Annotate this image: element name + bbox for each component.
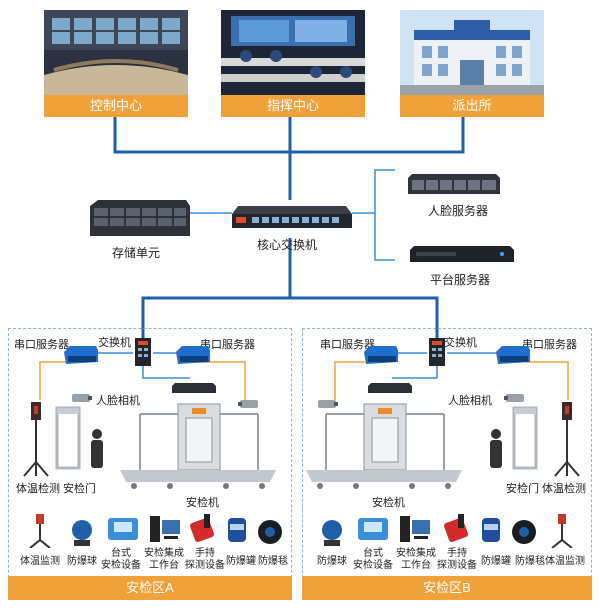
b-serial-server-right-icon: [496, 344, 530, 366]
b-orange-right: [527, 361, 569, 400]
a-xray-machine-icon: [120, 398, 276, 490]
zone-a-title: 安检区A: [8, 576, 292, 600]
zone-bus-line: [141, 296, 439, 340]
face-server-icon: [408, 172, 500, 196]
a-orange-right: [201, 361, 246, 400]
b-switch-to-xray: [392, 365, 438, 379]
a-serial-server-left-icon: [64, 344, 98, 366]
a-person-icon: [89, 428, 105, 468]
b-device-icons: [308, 512, 588, 548]
a-xray-label: 安检机: [186, 497, 219, 509]
b-xray-machine-icon: [306, 398, 462, 490]
a-device-label-1: 体温监测: [20, 556, 60, 567]
b-device-label-7: 体温监测: [545, 556, 585, 567]
b-serial-server-left-label: 串口服务器: [320, 339, 375, 351]
a-explosion-ball-icon: [72, 520, 92, 546]
control-center-photo: [44, 10, 188, 95]
b-face-camera-left-icon: [316, 398, 340, 412]
a-device-label-6: 防爆罐: [226, 556, 256, 567]
a-switch-label: 交换机: [98, 337, 131, 349]
core-switch-icon: [232, 200, 352, 230]
a-explosion-tank-icon: [228, 518, 246, 542]
b-device-label-1: 防爆球: [317, 556, 347, 567]
a-device-label-7: 防爆毯: [258, 556, 288, 567]
a-security-gate-label: 安检门: [63, 483, 96, 495]
command-center-photo: [221, 10, 365, 95]
a-xray-top-server-icon: [172, 382, 216, 394]
a-orange-left: [39, 361, 70, 400]
b-device-label-3: 安检集成 工作台: [396, 548, 436, 571]
b-serial-server-right-label: 串口服务器: [522, 339, 577, 351]
b-integrated-workstation-icon: [400, 516, 430, 542]
a-explosion-blanket-icon: [258, 520, 282, 544]
b-orange-left: [334, 361, 365, 400]
a-face-camera-right-icon: [236, 398, 260, 412]
b-face-camera-right-icon: [502, 392, 526, 406]
platform-server-label: 平台服务器: [430, 273, 491, 287]
b-explosion-blanket-icon: [512, 520, 536, 544]
b-temp-detect-label: 体温检测: [542, 483, 586, 495]
a-face-camera-label: 人脸相机: [96, 395, 140, 407]
a-handheld-detector-icon: [190, 514, 214, 542]
b-face-camera-label: 人脸相机: [448, 395, 492, 407]
a-device-label-2: 防爆球: [67, 556, 97, 567]
b-serial-server-left-icon: [364, 344, 398, 366]
a-serial-server-left-label: 串口服务器: [14, 339, 69, 351]
a-serial-server-right-label: 串口服务器: [200, 339, 255, 351]
zone-b-title: 安检区B: [302, 576, 592, 600]
a-serial-server-right-icon: [176, 344, 210, 366]
storage-unit-icon: [90, 198, 190, 238]
b-device-label-5: 防爆罐: [481, 556, 511, 567]
a-desktop-detector-icon: [108, 518, 138, 540]
police-station-caption: 派出所: [400, 95, 544, 117]
b-desktop-detector-icon: [358, 518, 388, 540]
control-center-caption: 控制中心: [44, 95, 188, 117]
b-person-icon: [488, 428, 504, 468]
command-center-caption: 指挥中心: [221, 95, 365, 117]
a-device-label-4: 安检集成 工作台: [144, 548, 184, 571]
b-explosion-tank-icon: [482, 518, 500, 542]
b-xray-label: 安检机: [372, 497, 405, 509]
b-security-gate-icon: [512, 406, 538, 470]
a-switch-icon: [135, 338, 151, 366]
a-switch-to-xray: [142, 365, 190, 379]
a-temp-detector-icon: [22, 400, 50, 478]
a-face-camera-left-icon: [70, 392, 94, 406]
a-temp-monitor-icon: [29, 514, 51, 548]
a-device-label-5: 手持 探测设备: [185, 548, 225, 571]
b-device-label-6: 防爆毯: [515, 556, 545, 567]
b-device-label-2: 台式 安检设备: [353, 548, 393, 571]
b-temp-monitor-icon: [551, 514, 573, 548]
a-device-icons: [14, 512, 290, 548]
a-integrated-workstation-icon: [150, 516, 180, 542]
platform-server-icon: [410, 244, 514, 264]
b-device-label-4: 手持 探测设备: [437, 548, 477, 571]
b-handheld-detector-icon: [444, 514, 468, 542]
face-server-label: 人脸服务器: [428, 204, 489, 218]
core-switch-label: 核心交换机: [257, 238, 318, 252]
b-xray-top-server-icon: [368, 382, 412, 394]
b-temp-detector-icon: [553, 400, 581, 478]
b-switch-label: 交换机: [444, 337, 477, 349]
a-security-gate-icon: [55, 406, 81, 470]
b-explosion-ball-icon: [322, 520, 342, 546]
police-station-photo: [400, 10, 544, 95]
face-server-link: [352, 169, 395, 214]
a-device-label-3: 台式 安检设备: [101, 548, 141, 571]
b-security-gate-label: 安检门: [506, 483, 539, 495]
storage-unit-label: 存储单元: [112, 246, 161, 260]
b-switch-icon: [429, 338, 445, 366]
platform-server-link: [374, 213, 395, 261]
a-temp-detect-label: 体温检测: [16, 483, 60, 495]
